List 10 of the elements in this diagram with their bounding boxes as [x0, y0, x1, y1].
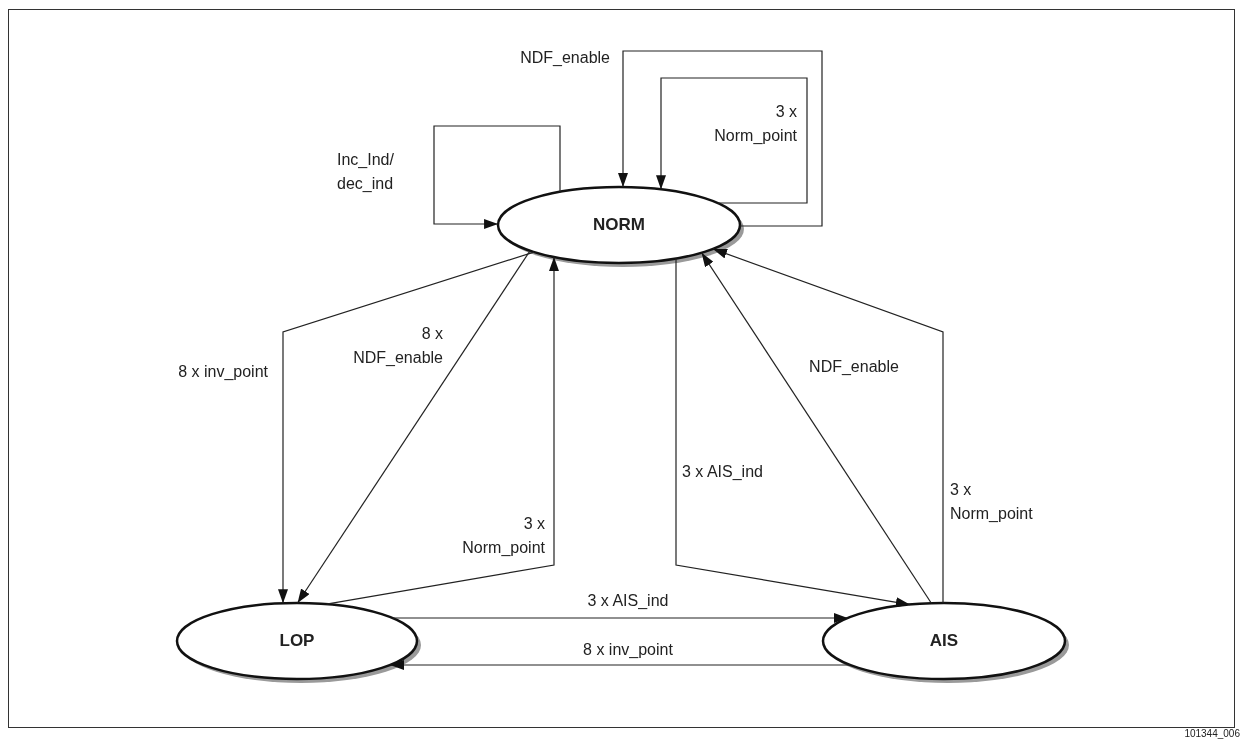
arrow: [618, 50, 823, 227]
state-name: NORM: [593, 215, 645, 235]
state-ellipse: [821, 601, 1071, 685]
arrow: [433, 125, 561, 229]
state-ellipse: [175, 601, 423, 685]
state-ellipse: [496, 185, 746, 269]
state-name: AIS: [929, 631, 959, 651]
arrow: [656, 77, 808, 204]
figure-number: 101344_006: [1184, 728, 1240, 739]
state-name: LOP: [279, 631, 315, 651]
